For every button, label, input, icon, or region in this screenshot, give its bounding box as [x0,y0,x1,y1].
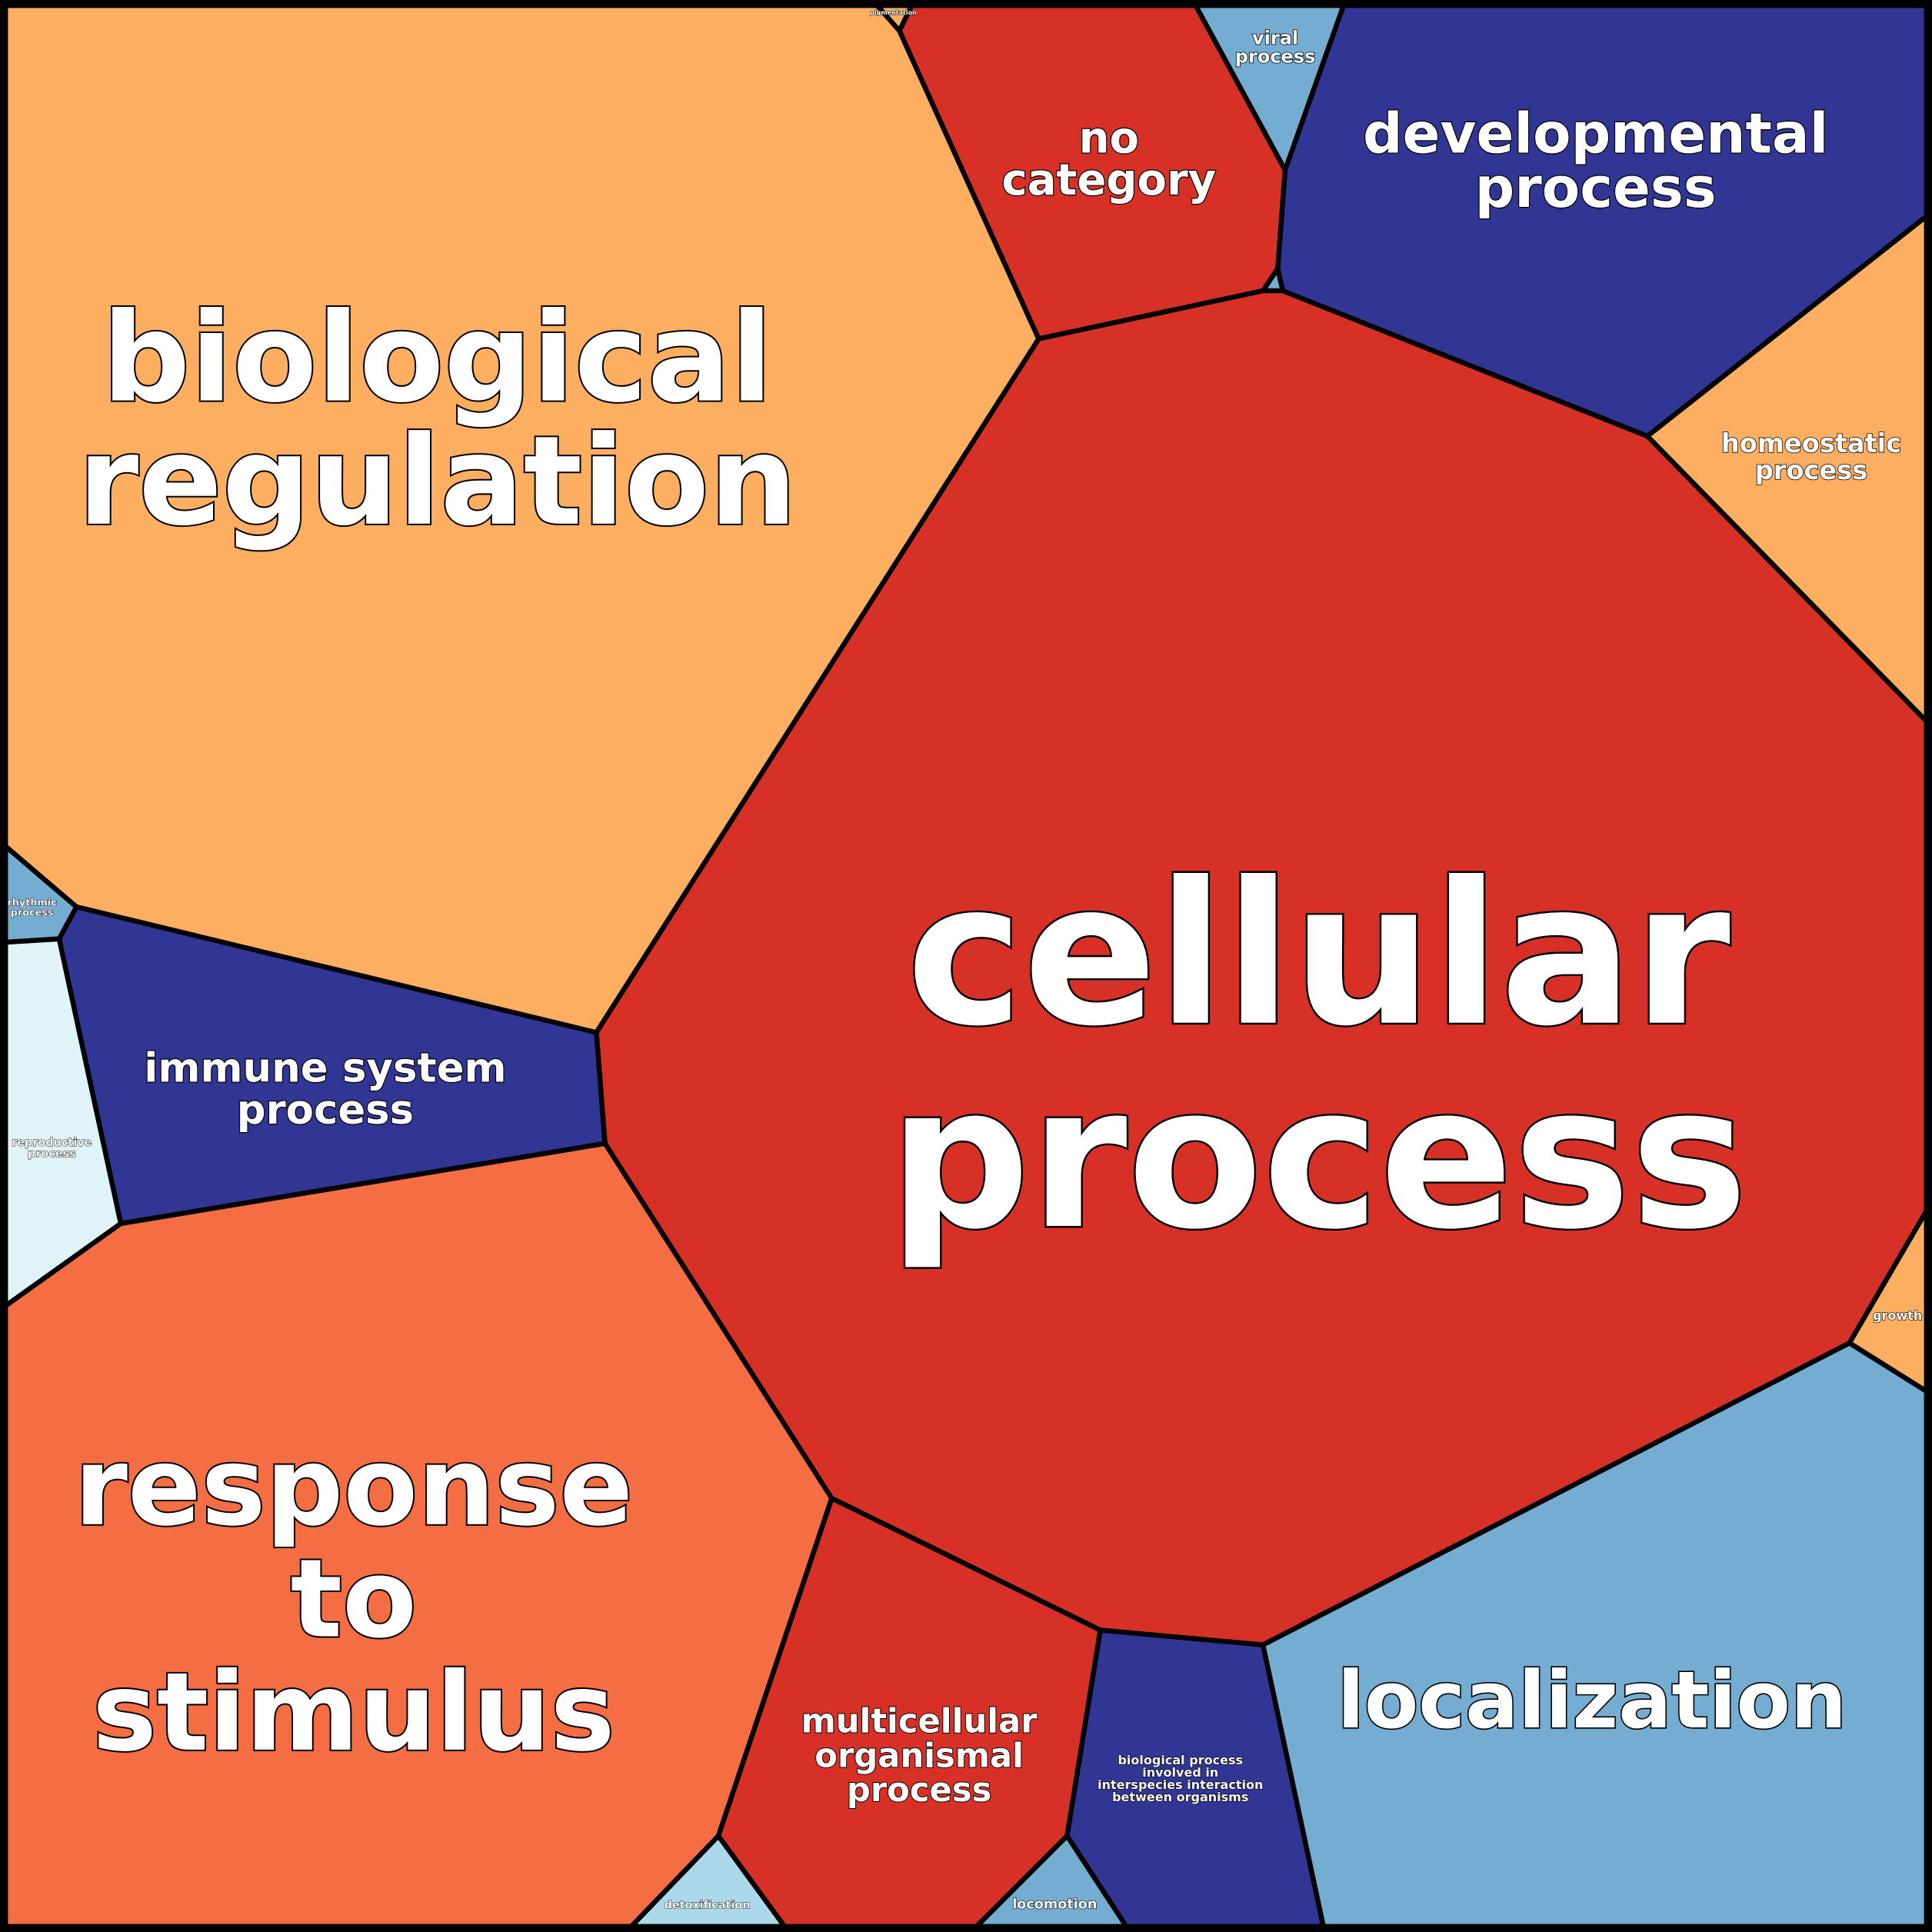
label-viral-process: process [1235,46,1316,68]
label-developmental-process: process [1475,156,1717,221]
label-multicellular-organismal-process: multicellular [801,1702,1038,1740]
label-homeostatic-process: homeostatic [1721,428,1901,458]
label-interspecies-interaction: involved in [1142,1765,1218,1780]
label-cellular-process: process [889,1044,1748,1273]
label-response-to-stimulus: to [291,1537,417,1663]
label-interspecies-interaction: interspecies interaction [1098,1777,1263,1792]
label-locomotion: locomotion [1012,1897,1097,1913]
label-response-to-stimulus: response [74,1424,633,1551]
cell-localization [1260,1341,1932,1932]
label-reproductive-process: reproductive [12,1137,92,1149]
label-interspecies-interaction: biological process [1118,1753,1243,1767]
label-interspecies-interaction: between organisms [1112,1790,1248,1804]
label-multicellular-organismal-process: organismal [814,1737,1024,1775]
label-viral-process: viral [1252,28,1298,49]
cell-reproductive-process [0,936,124,1313]
label-localization: localization [1337,1655,1847,1747]
label-response-to-stimulus: stimulus [92,1650,615,1776]
label-pigmentation: pigmentation [870,9,917,16]
label-immune-system-process: immune system [144,1045,506,1092]
label-immune-system-process: process [237,1087,414,1134]
label-developmental-process: developmental [1363,102,1828,167]
label-multicellular-organismal-process: process [847,1771,991,1810]
label-no-category: no [1079,114,1139,164]
label-rhythmic-process: process [11,907,54,918]
label-reproductive-process: process [28,1148,76,1160]
label-growth: growth [1873,1308,1922,1323]
label-biological-regulation: biological [102,286,773,430]
label-cellular-process: cellular [907,841,1732,1070]
label-rhythmic-process: rhythmic [8,898,57,909]
label-biological-regulation: regulation [78,409,797,553]
label-homeostatic-process: process [1755,455,1868,485]
label-no-category: category [1001,155,1216,205]
label-detoxification: detoxification [665,1900,751,1912]
